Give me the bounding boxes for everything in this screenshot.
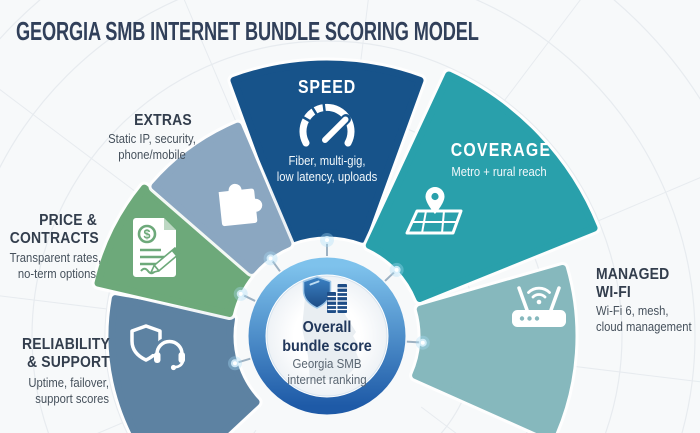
reliability-desc-line1: Uptime, failover, <box>28 376 109 390</box>
wedge-wifi <box>412 264 576 433</box>
spoke-reliability <box>236 357 251 364</box>
price-desc-line2: no-term options <box>17 266 96 281</box>
managed-wifi-desc: Wi-Fi 6, mesh, cloud management <box>596 304 692 336</box>
spoke-dot <box>232 361 237 366</box>
price-contracts-label: PRICE & CONTRACTS <box>9 212 99 248</box>
spoke-coverage <box>384 270 396 282</box>
spoke-wifi <box>406 340 421 344</box>
shield-chart-icon <box>302 276 347 313</box>
speedometer-icon <box>299 103 355 147</box>
reliability-label-line1: RELIABILITY <box>21 336 111 353</box>
hub-circle <box>248 257 406 415</box>
dollar-glyph: $ <box>144 228 151 242</box>
wedge-reliability <box>108 295 260 433</box>
spoke-dot <box>420 340 425 345</box>
spoke-dot <box>325 238 329 242</box>
extras-desc-line1: Static IP, security, <box>108 132 196 146</box>
reliability-label-line2: & SUPPORT <box>26 353 111 371</box>
hub-title: Overall bundle score <box>282 318 372 356</box>
score-wedges <box>91 57 601 433</box>
extras-desc-line2: phone/mobile <box>118 147 186 162</box>
reliability-desc-line2: support scores <box>35 391 109 406</box>
spoke-dot <box>238 291 243 296</box>
invoice-icon: $ <box>133 218 181 277</box>
price-desc-line1: Transparent rates, <box>9 251 102 265</box>
georgia-state-watermark <box>302 296 360 381</box>
wifi-desc-line1: Wi-Fi 6, mesh, <box>596 304 669 318</box>
hub-title-line1: Overall <box>302 319 352 336</box>
hub-spokes <box>227 233 430 371</box>
coverage-desc: Metro + rural reach <box>451 165 547 179</box>
hub-subtitle: Georgia SMB internet ranking <box>287 357 366 389</box>
price-label-line1: PRICE & <box>39 212 97 229</box>
wedge-coverage <box>365 71 598 303</box>
wedge-icons: $ <box>130 103 566 371</box>
speed-desc-line1: Fiber, multi-gig, <box>288 154 366 168</box>
spoke-dot <box>394 267 399 272</box>
speed-desc-line2: low latency, uploads <box>276 170 378 185</box>
page-title: GEORGIA SMB INTERNET BUNDLE SCORING MODE… <box>16 16 479 46</box>
speed-label: SPEED <box>297 77 357 97</box>
wifi-label-line2: WI-FI <box>596 283 631 301</box>
speed-desc: Fiber, multi-gig, low latency, uploads <box>277 153 377 186</box>
reliability-support-label: RELIABILITY & SUPPORT <box>11 336 110 372</box>
reliability-support-desc: Uptime, failover, support scores <box>11 376 109 408</box>
price-label-line2: CONTRACTS <box>9 229 99 247</box>
extras-desc: Static IP, security, phone/mobile <box>108 132 196 164</box>
router-icon <box>512 286 566 327</box>
spoke-price <box>242 293 256 302</box>
price-contracts-desc: Transparent rates, no-term options <box>9 251 102 283</box>
managed-wifi-label: MANAGED WI-FI <box>596 266 669 302</box>
wedge-speed <box>230 60 424 243</box>
hub-title-line2: bundle score <box>282 338 372 356</box>
shield-headset-icon <box>130 324 187 371</box>
spoke-extras <box>270 259 281 272</box>
puzzle-icon <box>218 183 263 227</box>
wifi-label-line1: MANAGED <box>596 266 670 283</box>
hub-sub-line2: internet ranking <box>287 372 367 387</box>
coverage-label: COVERAGE <box>450 140 552 160</box>
hub-sub-line1: Georgia SMB <box>292 357 362 371</box>
wifi-desc-line2: cloud management <box>596 319 692 334</box>
map-pin-icon <box>405 187 463 235</box>
spoke-dot <box>268 256 273 261</box>
extras-label: EXTRAS <box>134 112 192 129</box>
